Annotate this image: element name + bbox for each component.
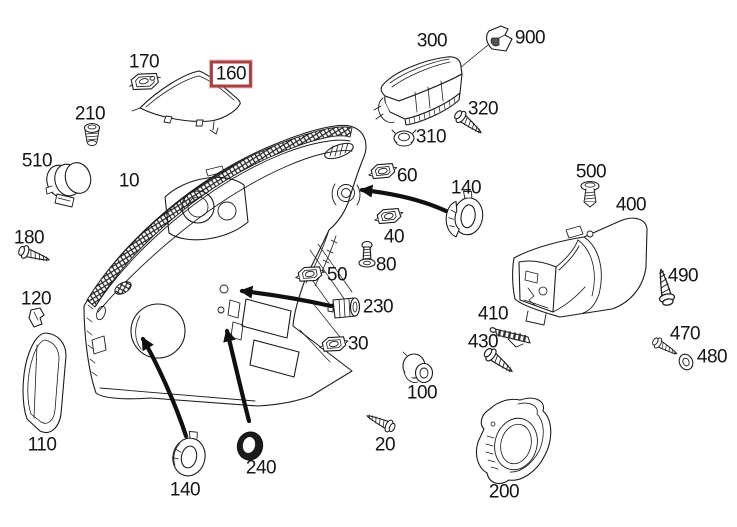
part-label-900[interactable]: 900 bbox=[514, 27, 546, 49]
part-label-300[interactable]: 300 bbox=[416, 30, 448, 52]
part-480-grommet bbox=[678, 353, 694, 371]
part-label-140-right[interactable]: 140 bbox=[450, 177, 482, 199]
part-410-rail bbox=[489, 327, 531, 348]
part-label-200[interactable]: 200 bbox=[488, 481, 520, 503]
part-120-clip bbox=[28, 307, 45, 328]
part-label-100[interactable]: 100 bbox=[406, 382, 438, 404]
part-label-80[interactable]: 80 bbox=[375, 254, 397, 276]
part-label-490[interactable]: 490 bbox=[667, 265, 699, 287]
part-label-430[interactable]: 430 bbox=[467, 331, 499, 353]
arrow-140-right bbox=[359, 184, 449, 214]
part-300-airbag-module bbox=[373, 44, 489, 126]
instrument-cluster-opening bbox=[164, 165, 249, 241]
part-label-480[interactable]: 480 bbox=[696, 346, 728, 368]
part-310-grommet bbox=[391, 129, 417, 147]
part-label-500[interactable]: 500 bbox=[575, 161, 607, 183]
part-label-60[interactable]: 60 bbox=[396, 165, 418, 187]
part-label-180[interactable]: 180 bbox=[13, 227, 45, 249]
part-label-230[interactable]: 230 bbox=[362, 296, 394, 318]
part-110-side-panel bbox=[22, 332, 67, 433]
part-100-cap bbox=[402, 351, 434, 384]
part-label-170[interactable]: 170 bbox=[128, 51, 160, 73]
part-500-clip bbox=[580, 180, 600, 208]
part-210-plug bbox=[83, 122, 101, 146]
part-label-10[interactable]: 10 bbox=[118, 170, 140, 192]
arrow-230 bbox=[239, 285, 334, 309]
part-label-30[interactable]: 30 bbox=[347, 333, 369, 355]
part-label-160[interactable]: 160 bbox=[209, 60, 253, 88]
defroster-vent-icon bbox=[324, 142, 354, 160]
arrow-140-left bbox=[140, 336, 189, 439]
part-label-510[interactable]: 510 bbox=[21, 150, 53, 172]
center-console-stack bbox=[99, 229, 353, 402]
part-label-110[interactable]: 110 bbox=[27, 434, 57, 456]
part-200-footwell-panel bbox=[475, 397, 552, 485]
part-230-switch bbox=[327, 297, 361, 319]
part-label-40[interactable]: 40 bbox=[383, 226, 405, 248]
side-vent-rings bbox=[331, 183, 361, 206]
part-900-connector bbox=[486, 25, 513, 52]
part-label-320[interactable]: 320 bbox=[467, 98, 499, 120]
arrow-240 bbox=[223, 328, 252, 424]
dashboard-assembly bbox=[83, 124, 367, 407]
part-label-470[interactable]: 470 bbox=[669, 323, 701, 345]
part-label-240[interactable]: 240 bbox=[245, 457, 277, 479]
part-140-clamp-right bbox=[445, 190, 484, 238]
part-label-400[interactable]: 400 bbox=[615, 194, 647, 216]
part-label-140-left[interactable]: 140 bbox=[169, 479, 201, 501]
part-label-310[interactable]: 310 bbox=[415, 126, 447, 148]
part-140-ring-left bbox=[172, 431, 206, 477]
part-170-bracket bbox=[129, 72, 161, 91]
part-label-410[interactable]: 410 bbox=[477, 303, 509, 325]
part-400-glovebox bbox=[512, 217, 648, 326]
part-240-seal-ring bbox=[236, 431, 264, 461]
part-510-vent-motor bbox=[45, 162, 92, 208]
steering-column-opening bbox=[86, 281, 186, 377]
part-80-screw bbox=[358, 240, 376, 268]
part-label-210[interactable]: 210 bbox=[74, 103, 106, 125]
part-label-120[interactable]: 120 bbox=[20, 288, 52, 310]
part-label-20[interactable]: 20 bbox=[374, 434, 396, 456]
part-label-50[interactable]: 50 bbox=[326, 264, 348, 286]
pointer-arrows bbox=[140, 184, 449, 439]
